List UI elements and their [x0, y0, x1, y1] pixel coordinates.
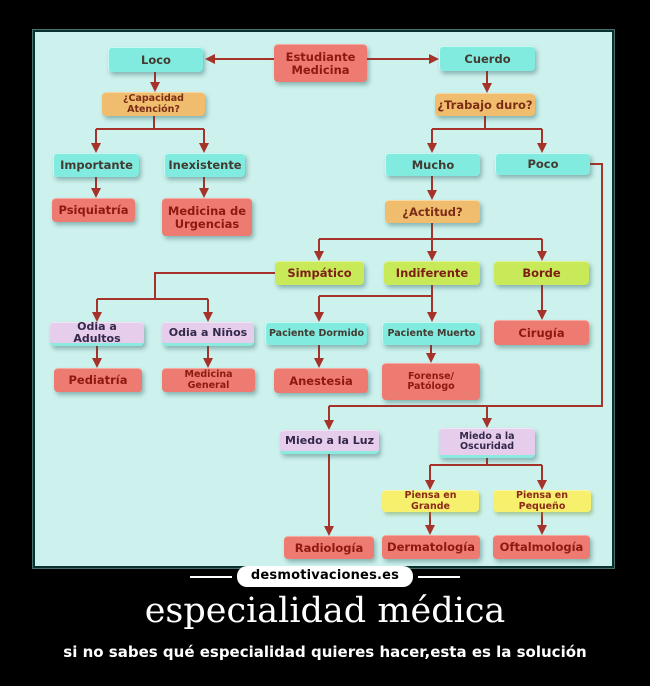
node-actitud: ¿Actitud?: [385, 200, 480, 223]
node-paciente-muerto: Paciente Muerto: [382, 322, 480, 345]
node-odia-adultos: Odia a Adultos: [50, 320, 144, 346]
node-cirugia: Cirugía: [494, 320, 589, 345]
node-inexistente: Inexistente: [164, 153, 245, 177]
node-piensa-grande: Piensa en Grande: [382, 490, 479, 512]
node-piensa-pequeno: Piensa en Pequeño: [493, 490, 591, 512]
caption-subtitle: si no sabes qué especialidad quieres hac…: [63, 643, 587, 661]
node-dermatologia: Dermatología: [382, 535, 480, 559]
node-radiologia: Radiología: [284, 536, 374, 559]
node-paciente-dormido: Paciente Dormido: [265, 322, 367, 345]
flowchart-panel: Loco Estudiante Medicina Cuerdo ¿Capacid…: [33, 30, 614, 568]
caption-title: especialidad médica: [144, 591, 506, 631]
node-borde: Borde: [494, 261, 589, 285]
node-psiquiatria: Psiquiatría: [52, 198, 135, 222]
node-miedo-oscuridad: Miedo a la Oscuridad: [439, 428, 535, 458]
node-miedo-luz: Miedo a la Luz: [280, 430, 379, 454]
node-estudiante-medicina: Estudiante Medicina: [274, 44, 367, 82]
node-importante: Importante: [53, 153, 139, 177]
node-mucho: Mucho: [385, 153, 480, 176]
watermark-label: desmotivaciones.es: [236, 566, 414, 587]
watermark: desmotivaciones.es: [0, 566, 650, 587]
node-indiferente: Indiferente: [384, 261, 480, 285]
node-medicina-urgencias: Medicina de Urgencias: [162, 198, 252, 236]
watermark-line-left: [189, 575, 232, 578]
node-forense-patologo: Forense/ Patólogo: [382, 363, 480, 400]
node-odia-ninos: Odia a Niños: [162, 322, 254, 346]
node-oftalmologia: Oftalmología: [493, 535, 590, 559]
node-trabajo-duro: ¿Trabajo duro?: [435, 93, 535, 116]
node-cuerdo: Cuerdo: [439, 46, 535, 71]
node-poco: Poco: [495, 153, 590, 175]
watermark-line-right: [418, 575, 461, 578]
node-medicina-general: Medicina General: [162, 368, 255, 392]
node-anestesia: Anestesia: [274, 368, 368, 393]
node-loco: Loco: [108, 47, 203, 72]
node-capacidad-atencion: ¿Capacidad Atención?: [102, 92, 205, 116]
node-simpatico: Simpático: [275, 261, 364, 285]
node-pediatria: Pediatría: [54, 368, 142, 392]
